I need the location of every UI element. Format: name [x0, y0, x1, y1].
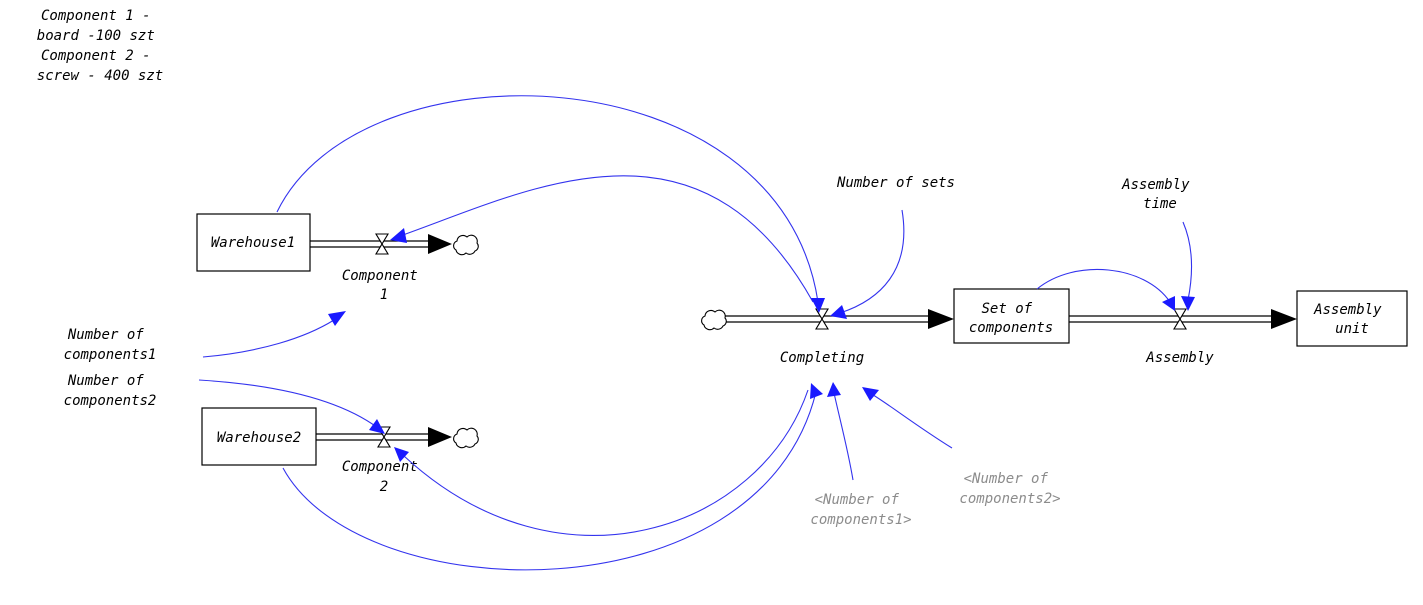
stock-label: Warehouse2 — [217, 430, 301, 446]
stock-label-line: Set of — [981, 301, 1032, 317]
stock-label: Warehouse1 — [211, 235, 295, 251]
stock-label: Assembly unit — [1313, 302, 1390, 337]
stock-label-line: Assembly — [1313, 302, 1382, 318]
flow-arrowhead — [1271, 309, 1297, 329]
causal-link[interactable] — [403, 389, 809, 536]
valve-icon[interactable] — [1173, 308, 1187, 330]
shadow-label-line: components2> — [959, 491, 1060, 507]
causal-links — [198, 95, 1193, 571]
flow-pipes — [310, 240, 1275, 441]
aux-number-of-components1[interactable]: Number of components1 — [64, 327, 157, 363]
link-arrowhead — [827, 382, 841, 397]
flow-label-line: Component — [342, 459, 418, 475]
stock-label: Set of components — [969, 301, 1053, 336]
link-arrowhead — [811, 298, 825, 313]
link-arrowhead — [390, 228, 407, 243]
link-arrowhead — [394, 447, 409, 462]
link-arrowhead — [862, 387, 879, 401]
flow-label-assembly: Assembly — [1145, 350, 1214, 366]
flow-label-line: 2 — [380, 479, 388, 495]
aux-label-line: Number of — [67, 327, 144, 343]
link-arrowhead — [830, 305, 847, 319]
shadow-number-of-components1[interactable]: <Number of components1> — [810, 492, 911, 528]
stock-set-of-components[interactable]: Set of components — [953, 288, 1070, 344]
note-line: Component 2 - — [41, 48, 151, 64]
link-arrowheads — [328, 228, 1195, 462]
causal-link[interactable] — [202, 319, 335, 358]
link-arrowhead — [328, 311, 346, 326]
valve-icon[interactable] — [815, 308, 829, 330]
stock-warehouse2[interactable]: Warehouse2 — [201, 407, 317, 466]
flow-label-line: Component — [342, 268, 418, 284]
flow-label-line: 1 — [380, 287, 388, 303]
flow-label-line: Assembly — [1145, 350, 1214, 366]
stock-label-line: Warehouse1 — [211, 235, 295, 251]
cloud-icon — [701, 309, 727, 331]
flow-label-line: Completing — [780, 350, 864, 366]
valve-icon[interactable] — [375, 233, 389, 255]
causal-link[interactable] — [1182, 221, 1193, 301]
aux-number-of-sets[interactable]: Number of sets — [836, 175, 955, 191]
flow-label-completing: Completing — [780, 350, 864, 366]
flow-arrowhead — [428, 427, 452, 447]
causal-link[interactable] — [839, 209, 905, 314]
cloud-icon — [453, 427, 479, 449]
aux-label-line: Assembly — [1121, 177, 1190, 193]
aux-label-line: Number of — [67, 373, 144, 389]
flow-arrowheads — [428, 234, 1297, 447]
causal-link[interactable] — [869, 392, 953, 449]
shadow-label-line: components1> — [810, 512, 911, 528]
aux-number-of-components2[interactable]: Number of components2 — [64, 373, 157, 409]
stock-assembly-unit[interactable]: Assembly unit — [1296, 290, 1408, 347]
shadow-label-line: <Number of — [964, 471, 1049, 487]
note-line: board -100 szt — [37, 28, 155, 44]
aux-label-line: Number of sets — [836, 175, 955, 191]
cloud-icon — [453, 234, 479, 256]
link-arrowhead — [1181, 296, 1195, 311]
stock-label-line: unit — [1335, 321, 1369, 337]
stock-label-line: Warehouse2 — [217, 430, 301, 446]
causal-link[interactable] — [282, 391, 817, 571]
flow-label-component1: Component 1 — [342, 268, 426, 303]
causal-link[interactable] — [833, 392, 854, 481]
causal-link[interactable] — [198, 379, 379, 429]
link-arrowhead — [369, 419, 385, 434]
note-line: Component 1 - — [41, 8, 151, 24]
shadow-label-line: <Number of — [815, 492, 900, 508]
note-line: screw - 400 szt — [37, 68, 163, 84]
flow-label-component2: Component 2 — [342, 459, 426, 495]
aux-assembly-time[interactable]: Assembly time — [1121, 177, 1198, 212]
causal-link[interactable] — [1036, 269, 1171, 303]
aux-label-line: components2 — [64, 393, 157, 409]
causal-link[interactable] — [276, 95, 819, 303]
stock-warehouse1[interactable]: Warehouse1 — [196, 213, 311, 272]
link-arrowhead — [1162, 296, 1175, 311]
flow-arrowhead — [928, 309, 954, 329]
stock-label-line: components — [969, 320, 1053, 336]
flow-arrowhead — [428, 234, 452, 254]
note-text: Component 1 - board -100 szt Component 2… — [37, 8, 163, 84]
aux-label-line: components1 — [64, 347, 157, 363]
causal-link[interactable] — [399, 175, 814, 303]
shadow-number-of-components2[interactable]: <Number of components2> — [959, 471, 1060, 507]
link-arrowhead — [810, 383, 823, 399]
aux-label-line: time — [1143, 196, 1177, 212]
